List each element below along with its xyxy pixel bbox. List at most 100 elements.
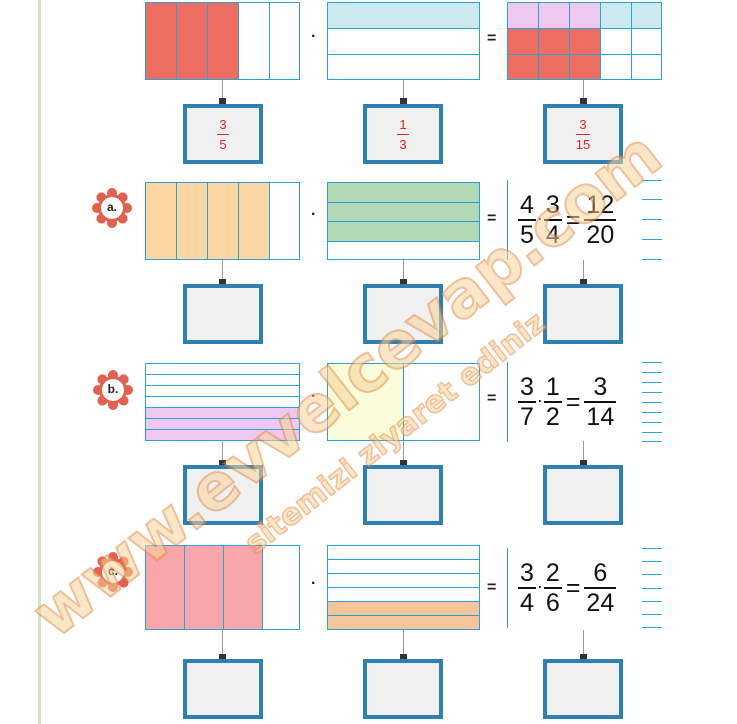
connector-knob (580, 98, 587, 104)
row-shaded (328, 183, 479, 203)
badge-c: c. (93, 552, 133, 592)
grid-line (539, 3, 570, 79)
row-shaded (328, 602, 479, 616)
answer-box[interactable]: 3 15 (543, 104, 623, 164)
connector (222, 630, 223, 656)
problem-c-second-fraction-model (327, 545, 480, 630)
grid-line (601, 3, 632, 79)
ruler-ticks (642, 180, 662, 260)
denominator: 20 (584, 219, 617, 249)
numerator: 3 (520, 373, 534, 401)
connector (222, 80, 223, 102)
row-shaded (328, 222, 479, 242)
answer-box[interactable] (363, 465, 443, 525)
connector-knob (580, 460, 587, 466)
connector-knob (400, 279, 407, 285)
answer-fraction: 3 5 (187, 117, 259, 152)
numerator: 3 (219, 117, 227, 132)
cell-shaded (146, 3, 177, 79)
row-shaded (146, 430, 299, 440)
denominator: 6 (543, 587, 562, 617)
problem-c-first-fraction-model (145, 545, 300, 630)
answer-box[interactable] (363, 284, 443, 344)
equals-operator: = (565, 387, 581, 416)
denominator: 5 (217, 134, 229, 152)
problem-a-second-fraction-model (327, 182, 480, 260)
denominator: 4 (518, 587, 536, 617)
multiply-operator: · (536, 575, 543, 596)
multiply-operator: · (311, 206, 317, 223)
answer-box[interactable] (543, 659, 623, 719)
example-product-model (507, 2, 662, 80)
cell-shaded (208, 3, 239, 79)
answer-box[interactable] (183, 465, 263, 525)
problem-label: a. (106, 200, 117, 214)
answer-box[interactable]: 3 5 (183, 104, 263, 164)
denominator: 3 (397, 134, 409, 152)
row (328, 574, 479, 588)
grid-line (508, 3, 661, 29)
cell (239, 3, 270, 79)
connector (583, 441, 584, 463)
answer-box[interactable] (543, 465, 623, 525)
row (328, 560, 479, 574)
numerator: 12 (586, 191, 615, 219)
row (328, 546, 479, 560)
multiply-operator: · (311, 388, 317, 405)
multiply-operator: · (311, 575, 317, 592)
problem-label: c. (107, 564, 118, 578)
equals-operator: = (487, 579, 497, 596)
connector-knob (219, 279, 226, 285)
example-second-fraction-model (327, 2, 480, 80)
grid-line (508, 3, 539, 79)
connector-knob (219, 460, 226, 466)
cell-shaded (239, 183, 270, 259)
problem-label: b. (107, 382, 119, 396)
badge-b: b. (93, 370, 133, 410)
answer-box[interactable]: 1 3 (363, 104, 443, 164)
row (146, 386, 299, 397)
connector (403, 260, 404, 282)
connector (403, 80, 404, 102)
numerator: 3 (593, 373, 608, 401)
connector (583, 80, 584, 102)
product-lilac-area (508, 3, 601, 29)
numerator: 3 (579, 117, 587, 132)
ruler-ticks (642, 548, 662, 628)
row-shaded (146, 419, 299, 430)
answer-fraction: 1 3 (367, 117, 439, 152)
ruler-ticks (642, 362, 662, 442)
row (328, 29, 479, 55)
connector (222, 260, 223, 282)
answer-box[interactable] (183, 284, 263, 344)
multiply-operator: · (536, 207, 543, 228)
answer-box[interactable] (183, 659, 263, 719)
flower-badge-icon (93, 370, 133, 410)
cell-shaded (177, 3, 208, 79)
problem-a-first-fraction-model (145, 182, 300, 260)
numerator: 4 (520, 191, 534, 219)
connector (403, 630, 404, 656)
equals-operator: = (565, 205, 581, 234)
denominator: 7 (518, 401, 536, 431)
flower-badge-icon (92, 188, 132, 228)
answer-box[interactable] (543, 284, 623, 344)
equals-operator: = (565, 573, 581, 602)
equals-operator: = (487, 30, 497, 47)
answer-box[interactable] (363, 659, 443, 719)
row-shaded (328, 616, 479, 629)
denominator: 15 (575, 134, 591, 152)
connector-knob (219, 654, 226, 660)
connector (583, 630, 584, 656)
numerator: 2 (545, 559, 560, 587)
